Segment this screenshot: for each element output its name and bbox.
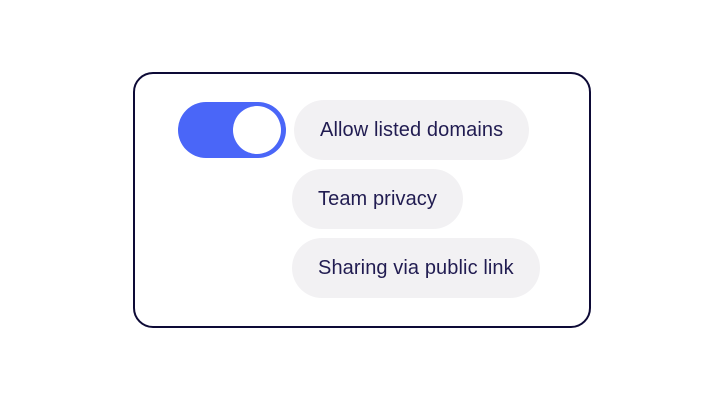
option-label-allow-listed-domains: Allow listed domains [294, 100, 530, 160]
option-label-text: Sharing via public link [318, 257, 514, 279]
option-label-text: Allow listed domains [320, 119, 504, 141]
option-label-text: Team privacy [318, 188, 438, 210]
option-label-team-privacy: Team privacy [292, 169, 464, 229]
toggle-knob[interactable] [233, 106, 281, 154]
option-label-sharing-via-public-link: Sharing via public link [292, 238, 540, 298]
allow-listed-domains-toggle[interactable] [178, 102, 286, 158]
settings-card: Allow listed domains Team privacy Sharin… [133, 72, 591, 328]
